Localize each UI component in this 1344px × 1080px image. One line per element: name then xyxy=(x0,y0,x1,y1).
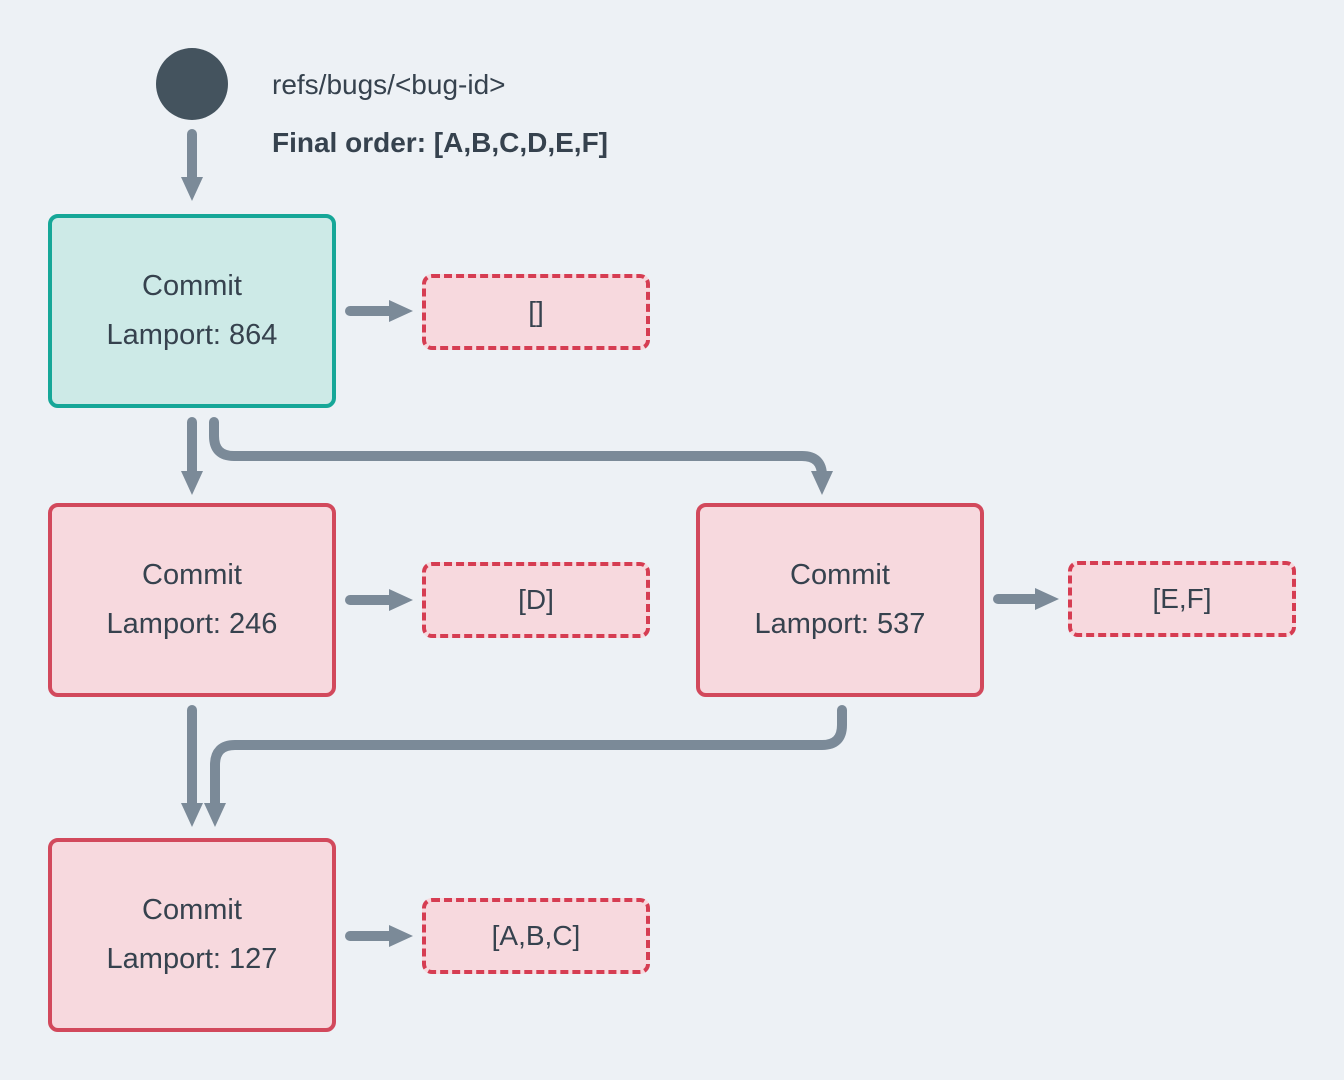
commit-lamport: Lamport: 537 xyxy=(754,608,926,640)
payload-value: [A,B,C] xyxy=(491,920,581,951)
commit-lamport: Lamport: 246 xyxy=(106,608,278,640)
commit-node-127: Commit Lamport: 127 xyxy=(48,838,336,1032)
ref-head-circle xyxy=(156,48,228,120)
payload-value: [E,F] xyxy=(1152,583,1212,614)
commit-node-864: Commit Lamport: 864 xyxy=(48,214,336,408)
final-order-label: Final order: [A,B,C,D,E,F] xyxy=(272,127,608,158)
commit-title: Commit xyxy=(142,894,242,926)
payload-box-864: [] xyxy=(422,274,650,350)
commit-title: Commit xyxy=(790,559,890,591)
payload-value: [D] xyxy=(518,584,554,615)
commit-lamport: Lamport: 864 xyxy=(106,319,278,351)
commit-node-246: Commit Lamport: 246 xyxy=(48,503,336,697)
commit-lamport: Lamport: 127 xyxy=(106,943,278,975)
ref-name-label: refs/bugs/<bug-id> xyxy=(272,69,506,100)
commit-title: Commit xyxy=(142,559,242,591)
payload-box-537: [E,F] xyxy=(1068,561,1296,637)
payload-box-246: [D] xyxy=(422,562,650,638)
edge-537-to-127 xyxy=(204,705,847,827)
commit-title: Commit xyxy=(142,270,242,302)
edge-864-to-537 xyxy=(209,417,833,495)
payload-box-127: [A,B,C] xyxy=(422,898,650,974)
payload-value: [] xyxy=(528,296,544,327)
commit-node-537: Commit Lamport: 537 xyxy=(696,503,984,697)
